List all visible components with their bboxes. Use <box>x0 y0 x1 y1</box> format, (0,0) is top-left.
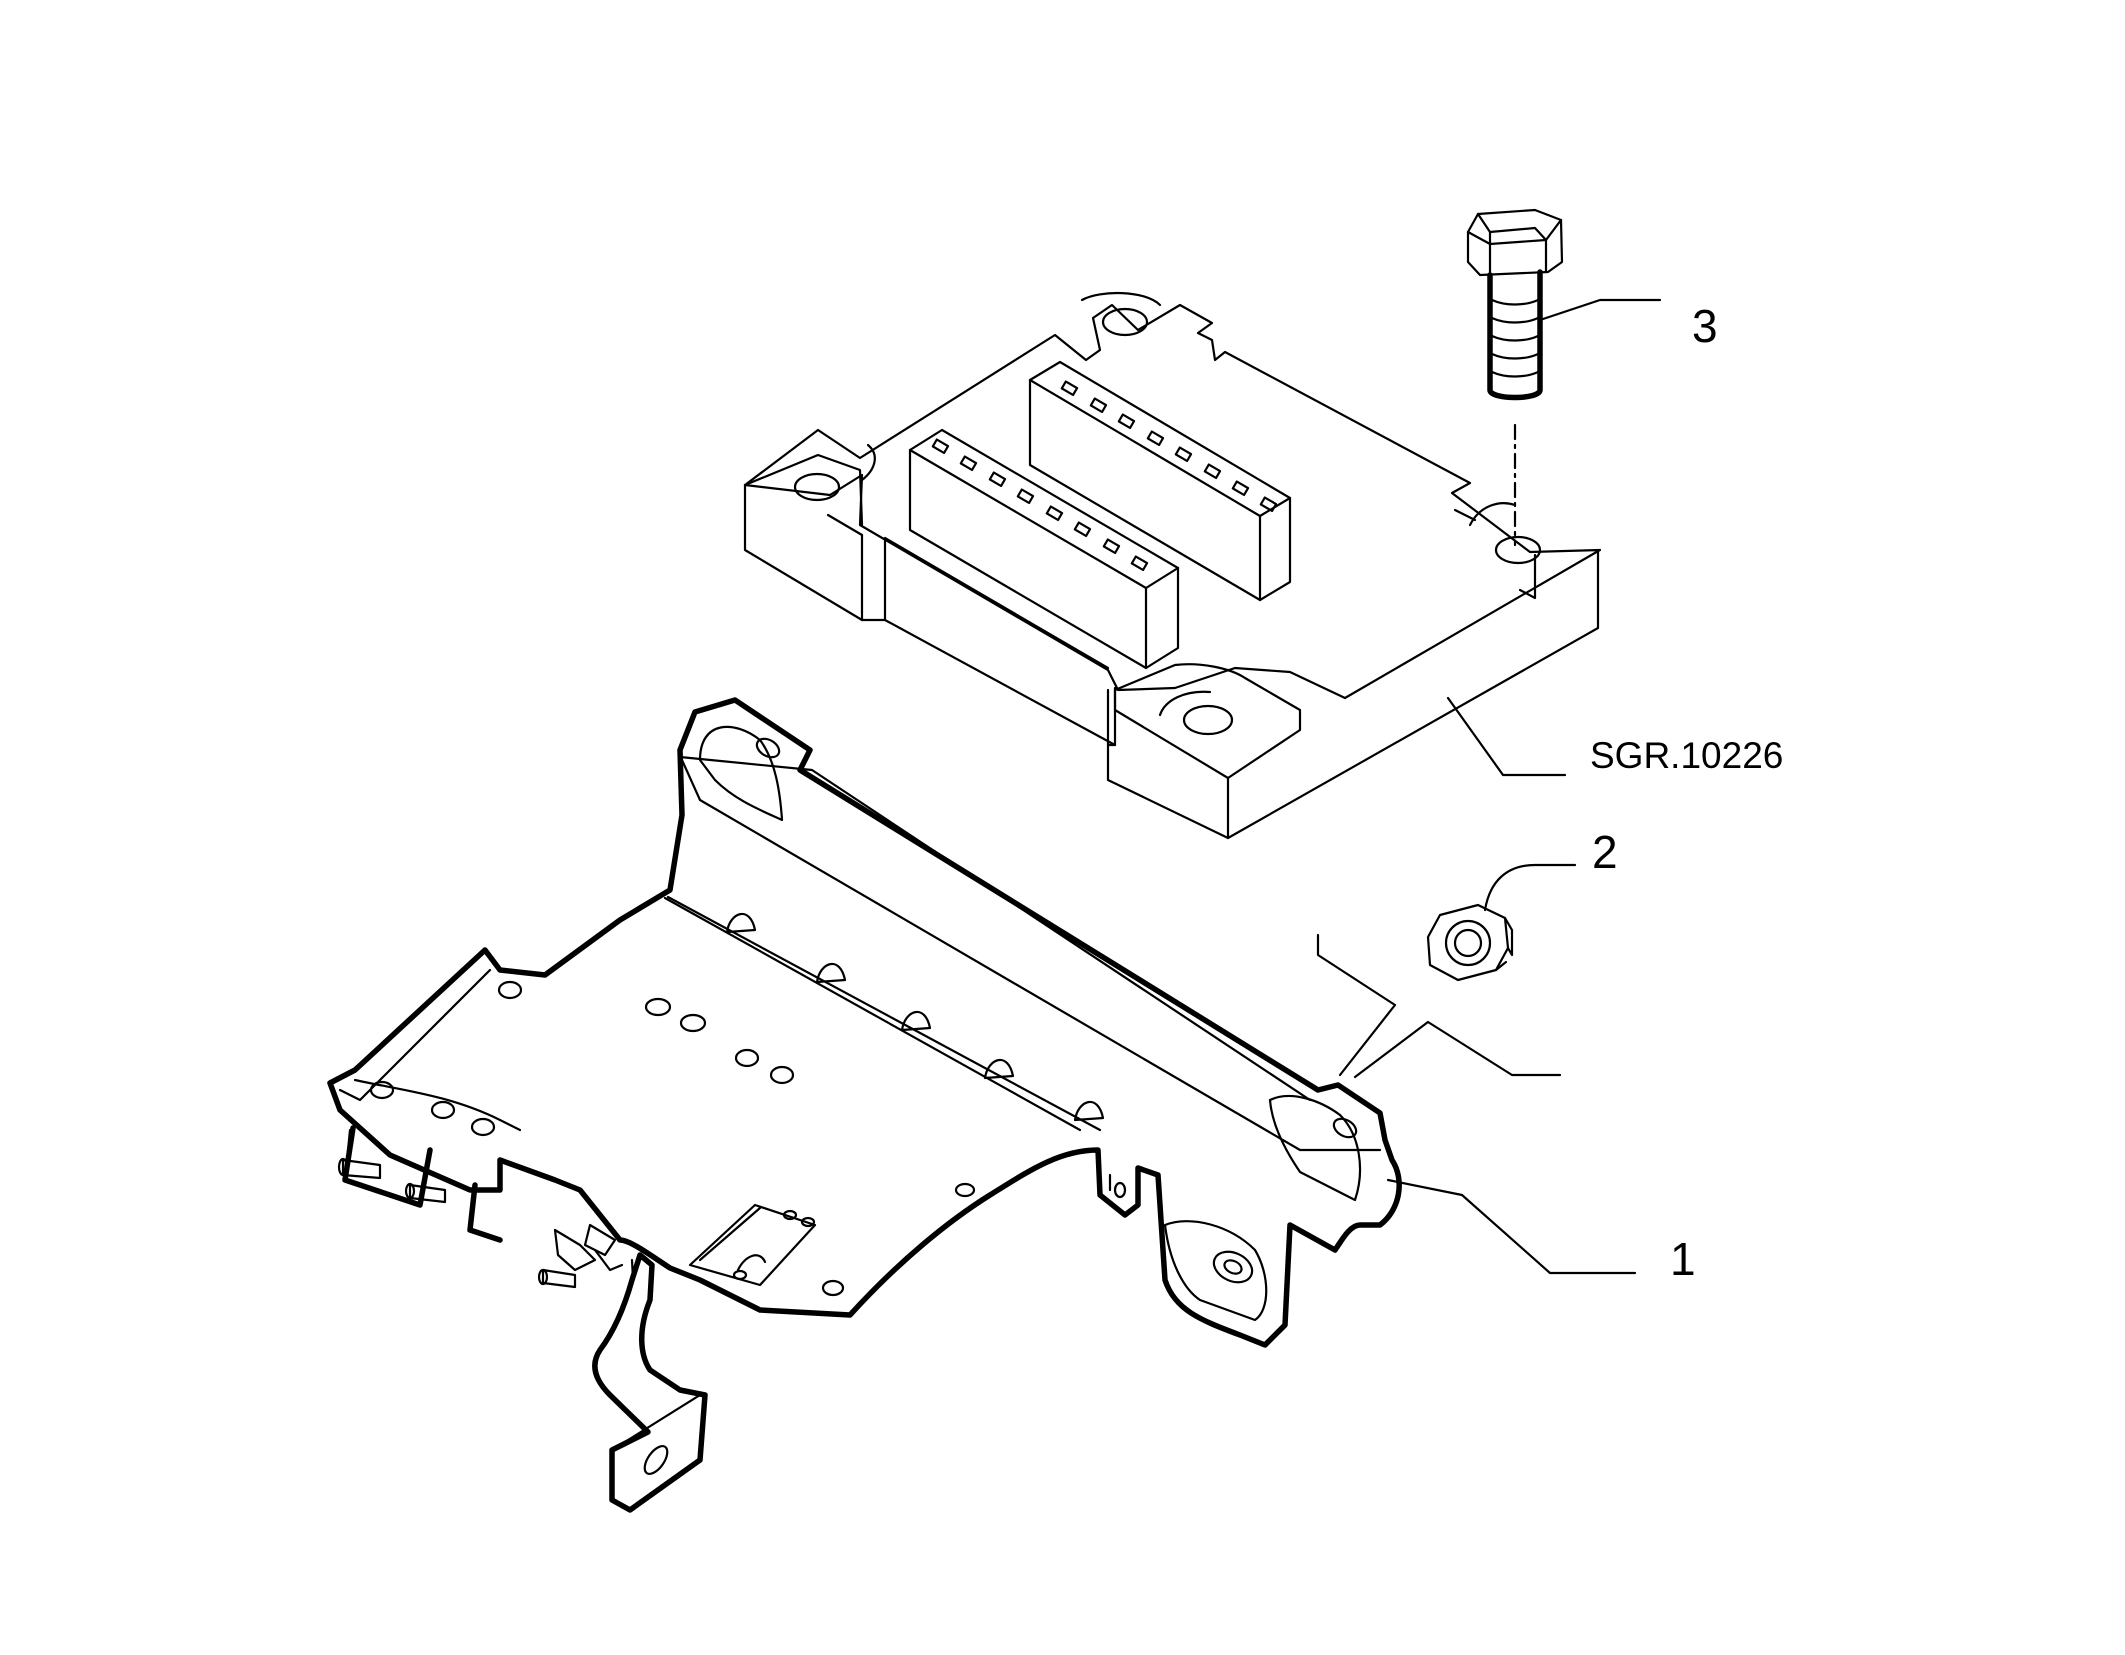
callout-1: 1 <box>1670 1233 1696 1285</box>
front-connector-pins <box>931 438 1149 572</box>
rear-connector-pins <box>1060 380 1278 513</box>
reference-code: SGR.10226 <box>1590 735 1783 776</box>
callout-2: 2 <box>1592 826 1618 878</box>
mounting-bracket <box>327 697 1402 1513</box>
bracket-dimples <box>725 912 1105 1122</box>
bracket-holes <box>369 980 976 1297</box>
locating-pins <box>337 1157 577 1289</box>
bolt <box>1466 208 1564 401</box>
callout-3: 3 <box>1692 300 1718 352</box>
leader-lines <box>1316 298 1662 1275</box>
ecu-module <box>743 292 1602 840</box>
nut <box>1426 903 1514 982</box>
